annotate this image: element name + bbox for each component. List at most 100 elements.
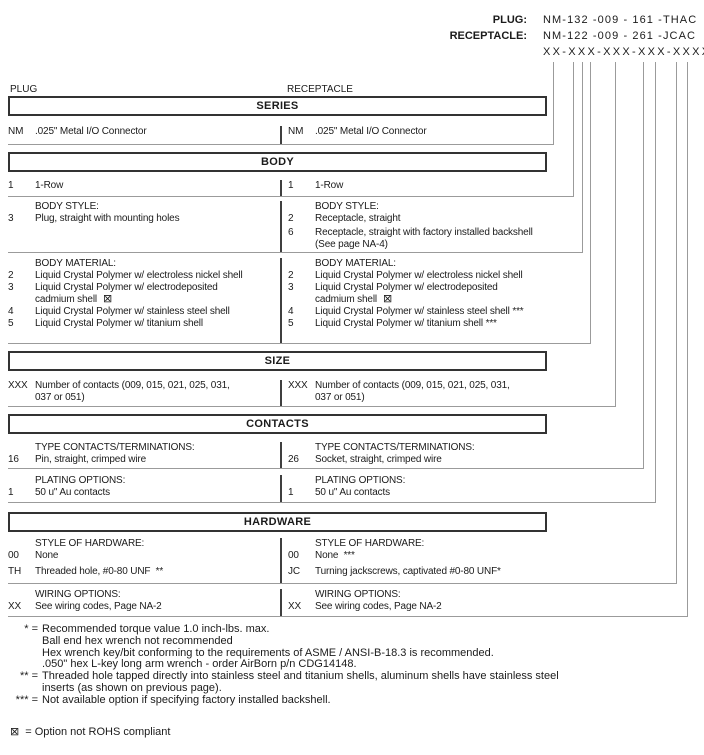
option-row: 1 1-Row	[8, 180, 280, 192]
body-style-leader-line	[582, 62, 583, 252]
option-row: 3 Liquid Crystal Polymer w/ electrodepos…	[288, 282, 547, 306]
option-code: NM	[8, 126, 24, 137]
part-number-block: PLUG: NM-132 -009 - 161 -THAC RECEPTACLE…	[376, 12, 704, 60]
option-code: 16	[8, 454, 19, 465]
wiring-heading: WIRING OPTIONS:	[35, 589, 121, 600]
wiring-leader-line	[687, 62, 688, 616]
not-rohs-icon: ⊠	[10, 726, 20, 738]
not-rohs-icon: ⊠	[102, 293, 113, 305]
plug-column-label: PLUG	[10, 84, 38, 95]
part-number-mask: XX-XXX-XXX-XXX-XXXX	[543, 46, 704, 58]
option-code: XX	[8, 601, 22, 612]
option-desc: Liquid Crystal Polymer w/ electroless ni…	[35, 270, 243, 281]
option-desc: Receptacle, straight with factory instal…	[315, 227, 533, 250]
option-desc: Pin, straight, crimped wire	[35, 454, 146, 465]
size-divider-line	[8, 406, 616, 407]
receptacle-part-number-row: RECEPTACLE: NM-122 -009 - 261 -JCAC	[376, 28, 704, 44]
option-row: 3 Liquid Crystal Polymer w/ electrodepos…	[8, 282, 280, 306]
footnote-line: Hex wrench key/bit conforming to the req…	[0, 646, 704, 660]
option-desc: 50 u" Au contacts	[35, 487, 110, 498]
option-row: 00 None ***	[288, 550, 547, 562]
body-row-divider-line	[8, 196, 574, 197]
option-row: TH Threaded hole, #0-80 UNF **	[8, 566, 280, 578]
option-row: 4 Liquid Crystal Polymer w/ stainless st…	[8, 306, 280, 318]
series-section-title: SERIES	[8, 96, 547, 116]
body-style-divider-line	[8, 252, 583, 253]
option-code: 00	[8, 550, 19, 561]
contact-type-heading: TYPE CONTACTS/TERMINATIONS:	[315, 442, 475, 453]
option-desc: Liquid Crystal Polymer w/ titanium shell…	[315, 318, 497, 329]
option-code: 26	[288, 454, 299, 465]
plating-leader-line	[655, 62, 656, 502]
option-desc: See wiring codes, Page NA-2	[35, 601, 162, 612]
option-row: XX See wiring codes, Page NA-2	[288, 601, 547, 613]
plating-group: PLATING OPTIONS: 1 50 u" Au contacts PLA…	[8, 473, 547, 502]
part-number-mask-row: XX-XXX-XXX-XXX-XXXX	[376, 44, 704, 60]
option-code: 5	[288, 318, 294, 329]
option-code: 3	[288, 282, 294, 293]
option-code: JC	[288, 566, 300, 577]
option-desc: 1-Row	[315, 180, 344, 191]
hardware-style-leader-line	[676, 62, 677, 583]
option-desc: Plug, straight with mounting holes	[35, 213, 180, 224]
footnote-text: Recommended torque value 1.0 inch-lbs. m…	[42, 623, 270, 635]
body-material-heading: BODY MATERIAL:	[315, 258, 396, 269]
option-row: 1 50 u" Au contacts	[8, 487, 280, 499]
option-row: NM .025" Metal I/O Connector	[288, 126, 547, 138]
option-code: 4	[8, 306, 14, 317]
option-code: 1	[288, 180, 294, 191]
option-row: 00 None	[8, 550, 280, 562]
option-desc: Turning jackscrews, captivated #0-80 UNF…	[315, 566, 501, 577]
option-code: XXX	[288, 380, 308, 391]
wiring-heading: WIRING OPTIONS:	[315, 589, 401, 600]
option-code: 3	[8, 282, 14, 293]
option-desc: Liquid Crystal Polymer w/ stainless stee…	[315, 306, 524, 317]
footnote-marker: ** =	[19, 670, 38, 683]
option-code: 1	[8, 180, 14, 191]
option-row: 1 50 u" Au contacts	[288, 487, 547, 499]
wiring-divider-line	[8, 616, 688, 617]
plating-heading: PLATING OPTIONS:	[35, 475, 126, 486]
footnote-text: Hex wrench key/bit conforming to the req…	[42, 646, 494, 659]
footnote-marker	[0, 648, 38, 660]
wiring-group: WIRING OPTIONS: XX See wiring codes, Pag…	[8, 587, 547, 616]
option-row: 2 Liquid Crystal Polymer w/ electroless …	[8, 270, 280, 282]
option-desc: Threaded hole, #0-80 UNF **	[35, 566, 164, 577]
option-desc: None ***	[315, 550, 355, 561]
option-row: 1 1-Row	[288, 180, 547, 192]
body-style-heading: BODY STYLE:	[35, 201, 99, 212]
option-code: 4	[288, 306, 294, 317]
footnote-marker: *** =	[15, 693, 38, 706]
body-section-title: BODY	[8, 152, 547, 172]
footnote-text: Ball end hex wrench not recommended	[42, 634, 233, 647]
option-code: XXX	[8, 380, 28, 391]
footnote-line: inserts (as shown on previous page).	[0, 682, 704, 695]
option-row: XXX Number of contacts (009, 015, 021, 0…	[8, 380, 280, 404]
option-desc: None	[35, 550, 59, 561]
series-divider-line	[8, 144, 554, 145]
body-material-heading: BODY MATERIAL:	[35, 258, 116, 269]
option-desc: Receptacle, straight	[315, 213, 401, 224]
footnote-line: Ball end hex wrench not recommended	[0, 634, 704, 648]
size-section-title: SIZE	[8, 351, 547, 371]
option-row: 2 Liquid Crystal Polymer w/ electroless …	[288, 270, 547, 282]
option-code: 1	[8, 487, 14, 498]
option-row: 4 Liquid Crystal Polymer w/ stainless st…	[288, 306, 547, 318]
body-row-group: 1 1-Row 1 1-Row	[8, 178, 547, 196]
plating-heading: PLATING OPTIONS:	[315, 475, 406, 486]
receptacle-column-label: RECEPTACLE	[287, 84, 353, 95]
hardware-style-divider-line	[8, 583, 677, 584]
option-row: 5 Liquid Crystal Polymer w/ titanium she…	[8, 318, 280, 330]
option-desc: Liquid Crystal Polymer w/ stainless stee…	[35, 306, 230, 317]
footnote-marker	[0, 683, 38, 695]
option-code: NM	[288, 126, 304, 137]
footnote-line: * = Recommended torque value 1.0 inch-lb…	[0, 623, 704, 636]
plating-divider-line	[8, 502, 656, 503]
contacts-section-title: CONTACTS	[8, 414, 547, 434]
contact-type-divider-line	[8, 468, 644, 469]
option-code: 2	[8, 270, 14, 281]
hardware-section-title: HARDWARE	[8, 512, 547, 532]
option-desc: Liquid Crystal Polymer w/ electrodeposit…	[35, 282, 218, 305]
body-material-divider-line	[8, 343, 591, 344]
option-code: TH	[8, 566, 22, 577]
